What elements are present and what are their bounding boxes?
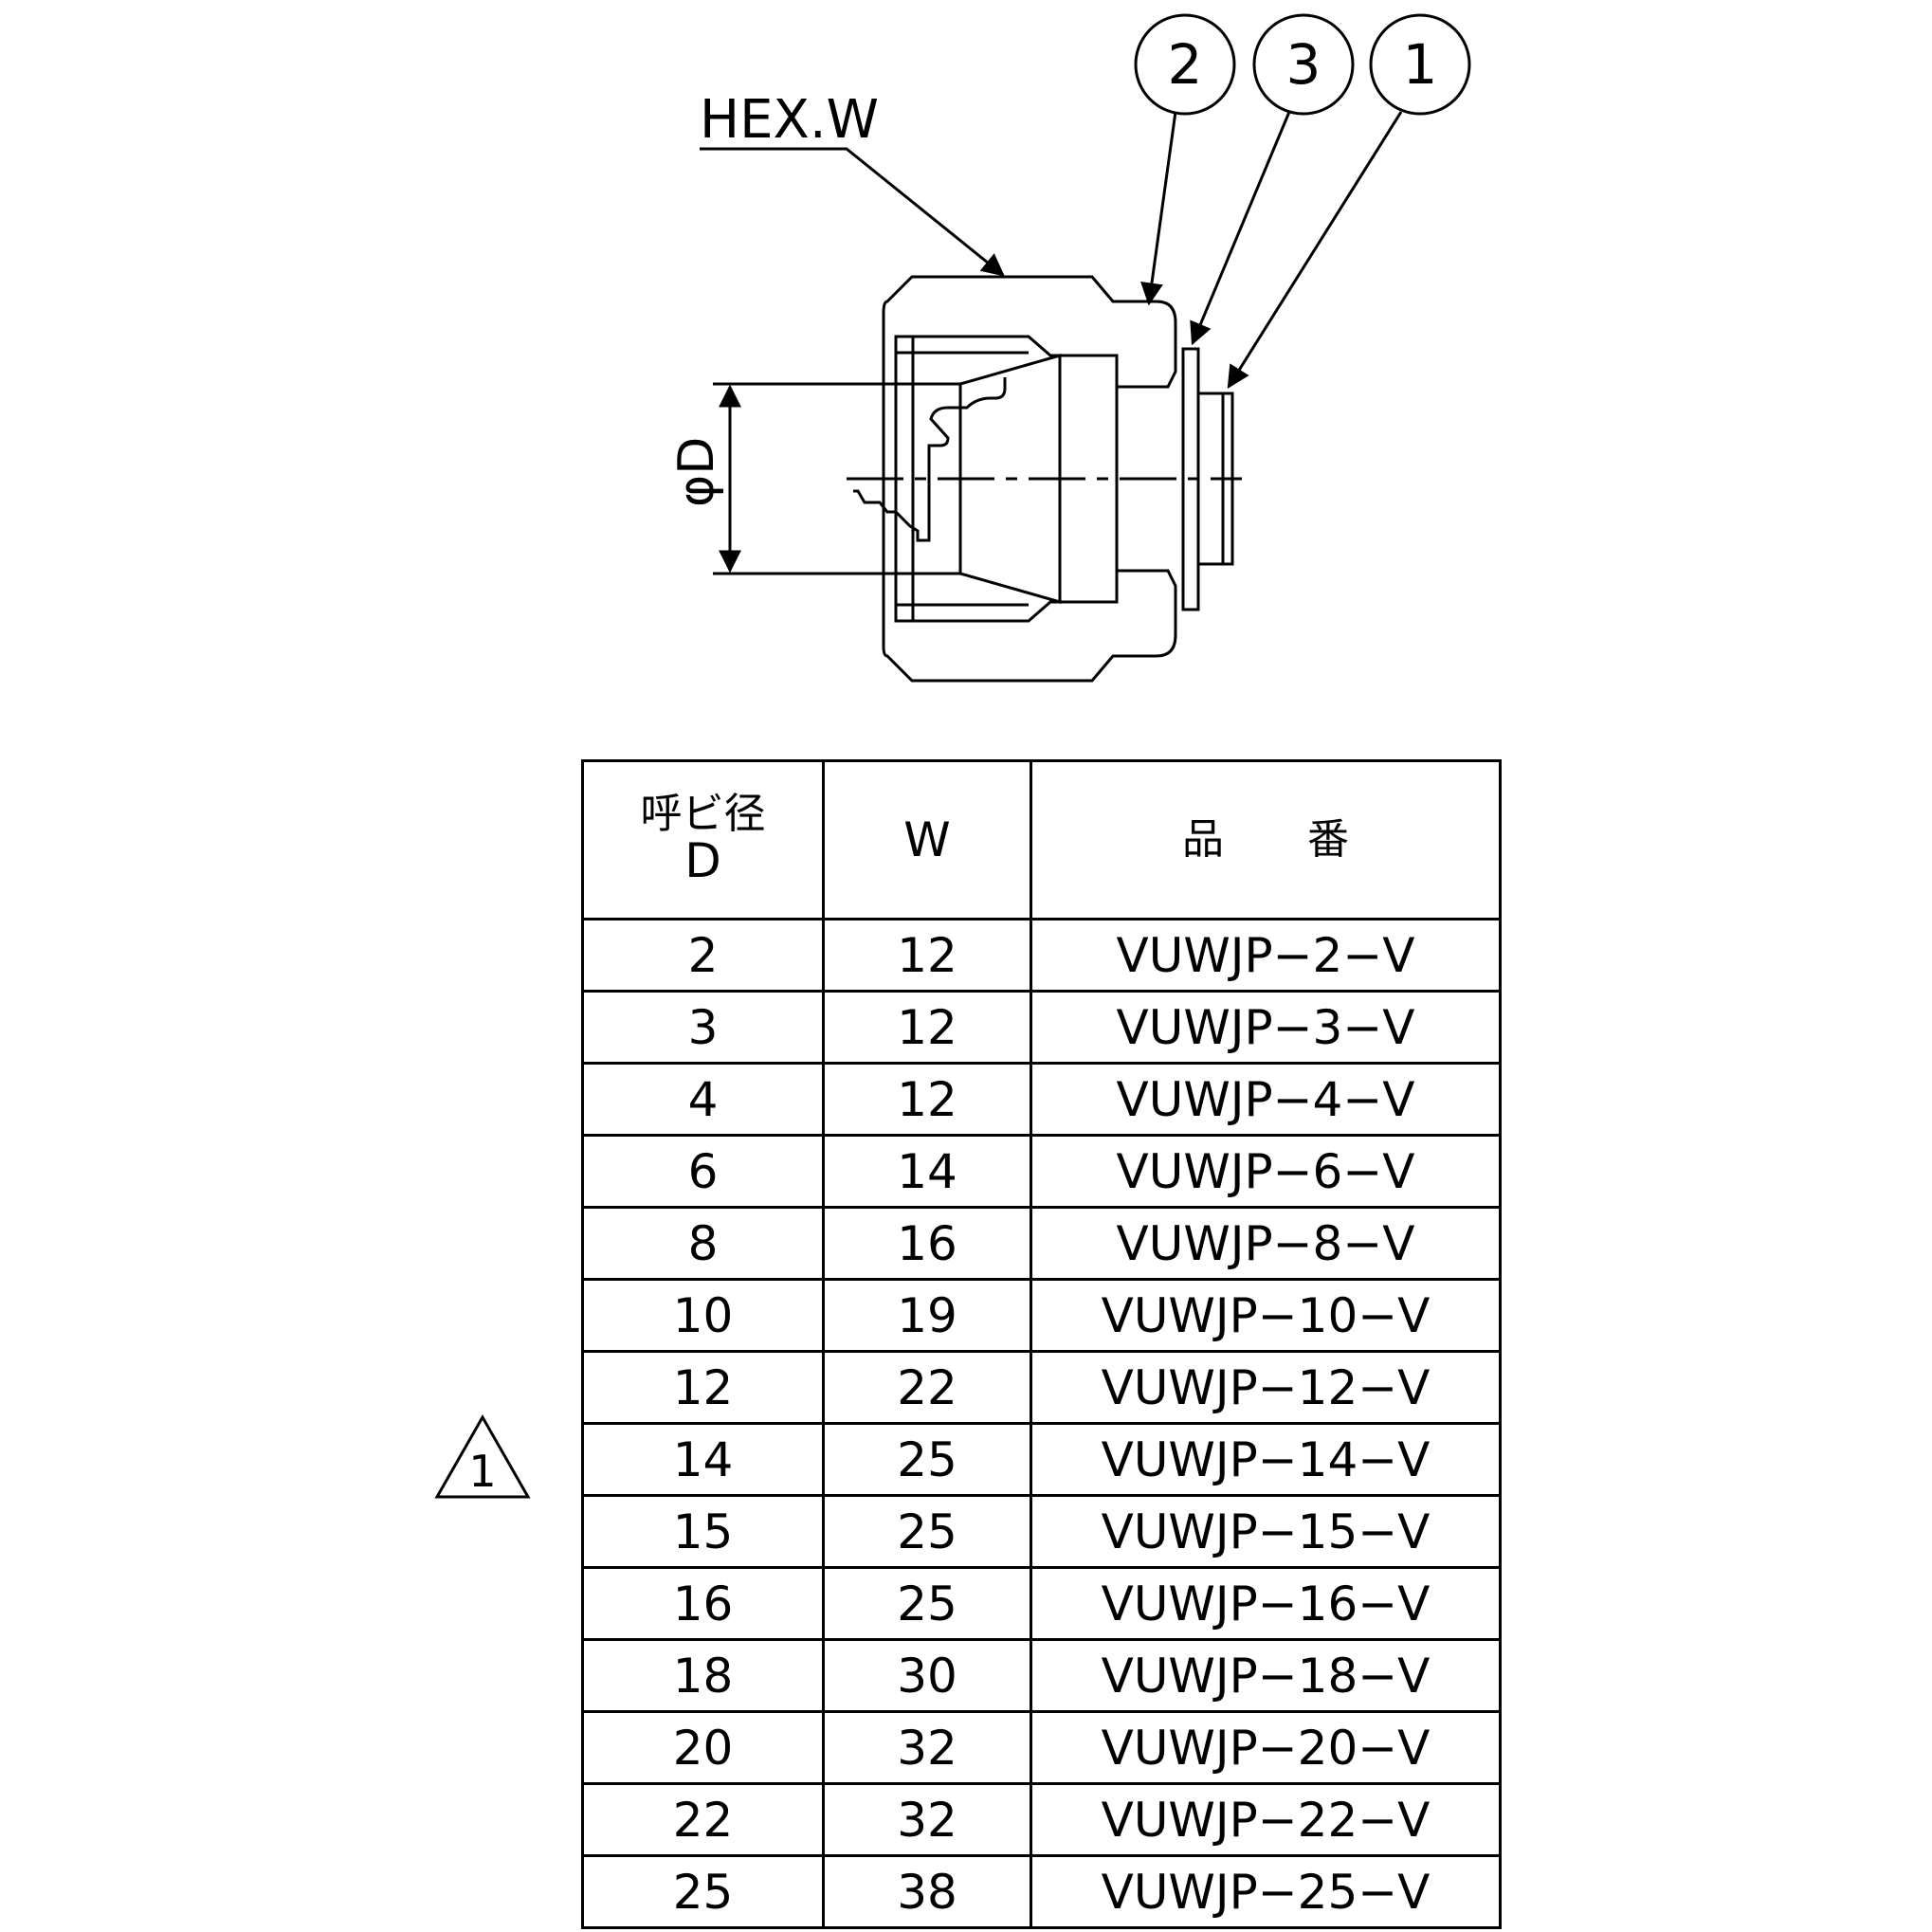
cell-nominal-size: 8 [581, 1206, 825, 1281]
callout-number-3: 3 [1286, 32, 1321, 97]
revision-triangle-icon: 1 [434, 1414, 531, 1499]
cell-part-number: VUWJP−14−V [1030, 1422, 1502, 1497]
cell-part-number: VUWJP−15−V [1030, 1494, 1502, 1569]
cell-nominal-size: 16 [581, 1566, 825, 1641]
nut-bore [894, 335, 1119, 623]
cell-nominal-size: 6 [581, 1134, 825, 1209]
header-part-number: 品 番 [1030, 759, 1502, 920]
revision-number: 1 [468, 1446, 496, 1497]
cell-w: 12 [822, 990, 1032, 1065]
cell-part-number: VUWJP−2−V [1030, 918, 1502, 993]
leader-1 [1227, 111, 1403, 390]
callout-number-2: 2 [1168, 32, 1203, 97]
nut-hex-profile [882, 275, 1177, 683]
cell-w: 25 [822, 1566, 1032, 1641]
tube-end [1196, 392, 1234, 566]
cell-nominal-size: 12 [581, 1350, 825, 1425]
cell-w: 16 [822, 1206, 1032, 1281]
cell-nominal-size: 3 [581, 990, 825, 1065]
cone-sleeve [958, 354, 1062, 604]
nut-body-outline [853, 377, 1007, 542]
cell-w: 30 [822, 1638, 1032, 1713]
cell-part-number: VUWJP−20−V [1030, 1710, 1502, 1785]
callout-number-1: 1 [1403, 32, 1438, 97]
cell-part-number: VUWJP−18−V [1030, 1638, 1502, 1713]
cell-part-number: VUWJP−3−V [1030, 990, 1502, 1065]
cell-w: 32 [822, 1710, 1032, 1785]
callout-circle-2 [1134, 13, 1236, 116]
leader-2 [1140, 111, 1177, 306]
cell-nominal-size: 25 [581, 1854, 825, 1929]
cell-w: 12 [822, 918, 1032, 993]
header-d-label: D [684, 833, 721, 888]
cell-part-number: VUWJP−16−V [1030, 1566, 1502, 1641]
cell-part-number: VUWJP−6−V [1030, 1134, 1502, 1209]
cell-w: 25 [822, 1494, 1032, 1569]
cell-part-number: VUWJP−25−V [1030, 1854, 1502, 1929]
hex-label: HEX.W [700, 89, 879, 151]
cell-nominal-size: 14 [581, 1422, 825, 1497]
table-header-row: 呼ビ径 D W 品 番 [581, 759, 1502, 920]
header-nominal-size: 呼ビ径 D [581, 759, 825, 920]
cell-nominal-size: 22 [581, 1782, 825, 1857]
callout-circle-1 [1369, 13, 1471, 116]
cell-nominal-size: 18 [581, 1638, 825, 1713]
cell-w: 12 [822, 1062, 1032, 1137]
cell-w: 32 [822, 1782, 1032, 1857]
cell-nominal-size: 20 [581, 1710, 825, 1785]
header-w: W [822, 759, 1032, 920]
cell-part-number: VUWJP−12−V [1030, 1350, 1502, 1425]
cell-nominal-size: 10 [581, 1278, 825, 1353]
callout-circle-3 [1252, 13, 1355, 116]
cell-w: 25 [822, 1422, 1032, 1497]
cell-w: 14 [822, 1134, 1032, 1209]
cell-w: 22 [822, 1350, 1032, 1425]
cell-w: 19 [822, 1278, 1032, 1353]
cell-part-number: VUWJP−10−V [1030, 1278, 1502, 1353]
hex-leader [700, 147, 1005, 277]
cell-nominal-size: 4 [581, 1062, 825, 1137]
diameter-label: φD [668, 437, 725, 507]
cell-part-number: VUWJP−4−V [1030, 1062, 1502, 1137]
cell-w: 38 [822, 1854, 1032, 1929]
leader-3 [1190, 111, 1291, 346]
cell-nominal-size: 2 [581, 918, 825, 993]
cell-part-number: VUWJP−22−V [1030, 1782, 1502, 1857]
cell-part-number: VUWJP−8−V [1030, 1206, 1502, 1281]
cell-nominal-size: 15 [581, 1494, 825, 1569]
header-nominal-size-label: 呼ビ径 [640, 790, 766, 838]
